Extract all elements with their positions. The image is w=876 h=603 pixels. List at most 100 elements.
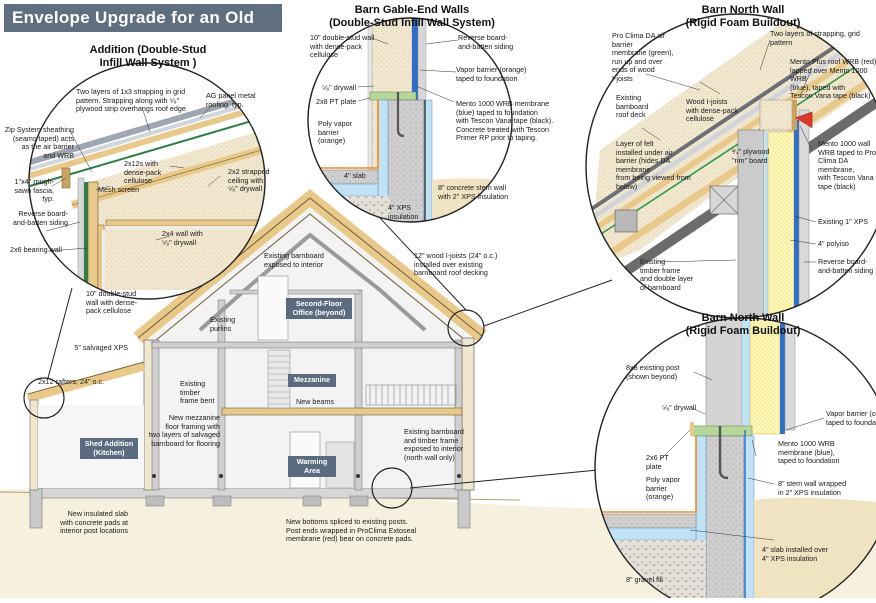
- label-line: taped to foundation: [826, 417, 876, 427]
- label-m-xps5: 5" salvaged XPS: [70, 343, 128, 353]
- label-m-bottoms: New bottoms spliced to existing posts.Po…: [286, 517, 438, 544]
- label-nb-post: 8x8 existing post(shown beyond): [626, 363, 696, 381]
- label-line: Reverse board-: [818, 257, 868, 266]
- label-nt-strapping: Two layers of strapping, grid pattern: [770, 29, 876, 47]
- label-g-siding: Reverse board-and-batten siding: [458, 33, 528, 51]
- label-line: Existing: [616, 93, 642, 102]
- label-nt-polyiso: 4" polyiso: [818, 239, 868, 249]
- label-line: interior post locations: [60, 526, 128, 536]
- label-line: Mento Plus roof WRB (red): [790, 57, 876, 66]
- label-line: and timber frame: [404, 435, 459, 445]
- label-line: Existing: [640, 257, 666, 266]
- label-line: frame bent: [180, 396, 215, 406]
- label-line: Mento 1000 WRB: [778, 439, 835, 448]
- label-nb-drywall: ⁵⁄₈" drywall: [662, 403, 702, 413]
- label-line: membrane (blue),: [778, 447, 835, 457]
- label-line: (blue) taped to foundation: [456, 107, 538, 117]
- room-office-line2: Office (beyond): [292, 307, 346, 317]
- label-line: WRB taped to Pro: [818, 147, 876, 157]
- heading-north-bottom-line2: (Rigid Foam Buildout): [685, 325, 801, 337]
- label-line: insulation: [388, 211, 419, 221]
- label-line: barrier: [318, 127, 339, 137]
- label-line: Existing: [210, 315, 236, 324]
- label-line: plywood strip overhangs roof edge.: [76, 104, 188, 114]
- label-line: wall with dense-: [86, 297, 138, 307]
- label-line: Layer of felt: [616, 139, 654, 148]
- heading-north-top-line2: (Rigid Foam Buildout): [685, 17, 801, 29]
- label-line: with Tescon Vana tape (black).: [456, 116, 554, 126]
- label-line: 10" double-stud: [86, 289, 137, 298]
- label-line: 2x12 rafters, 24" o.c.: [38, 377, 105, 386]
- label-add-fascia: 1"x4" rough-sawn fascia, typ.: [6, 177, 54, 204]
- label-line: with dense-pack: [686, 105, 738, 115]
- heading-gable-line2: (Double-Stud Infill Wall System): [329, 17, 495, 29]
- label-line: and double layer: [640, 274, 694, 284]
- label-line: Existing 1" XPS: [818, 217, 869, 226]
- label-line: ⁵⁄₈" drywall: [162, 237, 197, 247]
- label-line: lapped over Mento 1000 WRB: [790, 65, 868, 84]
- label-line: Poly vapor: [646, 475, 680, 484]
- label-line: ceiling with: [228, 175, 264, 185]
- label-line: roofing, typ.: [206, 99, 244, 109]
- room-shed-line2: (Kitchen): [93, 447, 125, 457]
- label-line: Two layers of strapping, grid pattern: [770, 29, 860, 47]
- label-m-rafters: 2x12 rafters, 24" o.c.: [38, 377, 128, 387]
- label-line: with concrete pads at: [60, 517, 128, 527]
- label-line: sawn fascia, typ.: [14, 185, 54, 204]
- label-line: barrier: [646, 483, 667, 493]
- label-line: Concrete treated with Tescon: [456, 124, 549, 134]
- label-line: 4" slab: [344, 171, 366, 180]
- label-line: pattern. Strapping along with ⁵⁄₈": [76, 95, 180, 105]
- label-line: tape (black): [818, 181, 856, 191]
- label-line: floor framing with: [165, 421, 220, 431]
- leader-lines: [45, 37, 825, 541]
- label-line: 4" slab installed over: [762, 545, 829, 554]
- label-line: I-joists: [612, 73, 633, 83]
- label-line: Existing barnboard: [404, 427, 464, 436]
- label-m-beams: New beams: [296, 397, 340, 407]
- room-warming: Warming Area: [288, 456, 336, 477]
- label-line: "rim" board: [732, 155, 768, 165]
- label-line: with 2" XPS insulation: [438, 191, 509, 201]
- room-office-line1: Second-Floor: [295, 299, 343, 308]
- label-line: installed under air: [616, 147, 673, 157]
- label-line: New bottoms spliced to existing posts.: [286, 517, 408, 526]
- label-nt-1xps: Existing 1" XPS: [818, 217, 876, 227]
- label-line: membrane (red) bear on concrete pads.: [286, 534, 414, 544]
- label-line: 4" XPS: [388, 203, 411, 212]
- heading-north-bottom: Barn North Wall (Rigid Foam Buildout): [668, 312, 818, 338]
- label-line: Poly vapor: [318, 119, 352, 128]
- label-line: Reverse board-: [18, 209, 68, 218]
- label-line: ⁵⁄₈" drywall: [322, 83, 357, 92]
- label-line: Two layers of 1x3 strapping in grid: [76, 87, 186, 96]
- heading-north-bottom-line1: Barn North Wall: [701, 312, 785, 324]
- label-g-drywall: ⁵⁄₈" drywall: [322, 83, 372, 93]
- label-line: Clima DA membrane,: [818, 156, 855, 174]
- label-line: Post ends wrapped in ProClima Extoseal: [286, 525, 417, 535]
- label-line: New beams: [296, 397, 334, 406]
- heading-gable-line1: Barn Gable-End Walls: [354, 4, 470, 16]
- label-line: Zip System sheathing: [4, 125, 74, 134]
- label-line: Vapor barrier (orange): [826, 409, 876, 418]
- label-line: and-batten siding: [818, 265, 874, 275]
- room-shed-line1: Shed Addition: [84, 439, 134, 448]
- label-line: 2x6 PT plate: [646, 453, 669, 471]
- label-line: cellulose: [686, 114, 714, 124]
- label-line: 2x2 strapped: [228, 167, 270, 176]
- label-line: with Tescon Vana: [818, 173, 874, 183]
- label-line: 1"x4" rough-: [14, 177, 54, 186]
- label-line: 4" XPS insulation: [762, 553, 818, 563]
- label-line: Existing: [180, 379, 206, 388]
- label-line: New mezzanine: [168, 413, 220, 422]
